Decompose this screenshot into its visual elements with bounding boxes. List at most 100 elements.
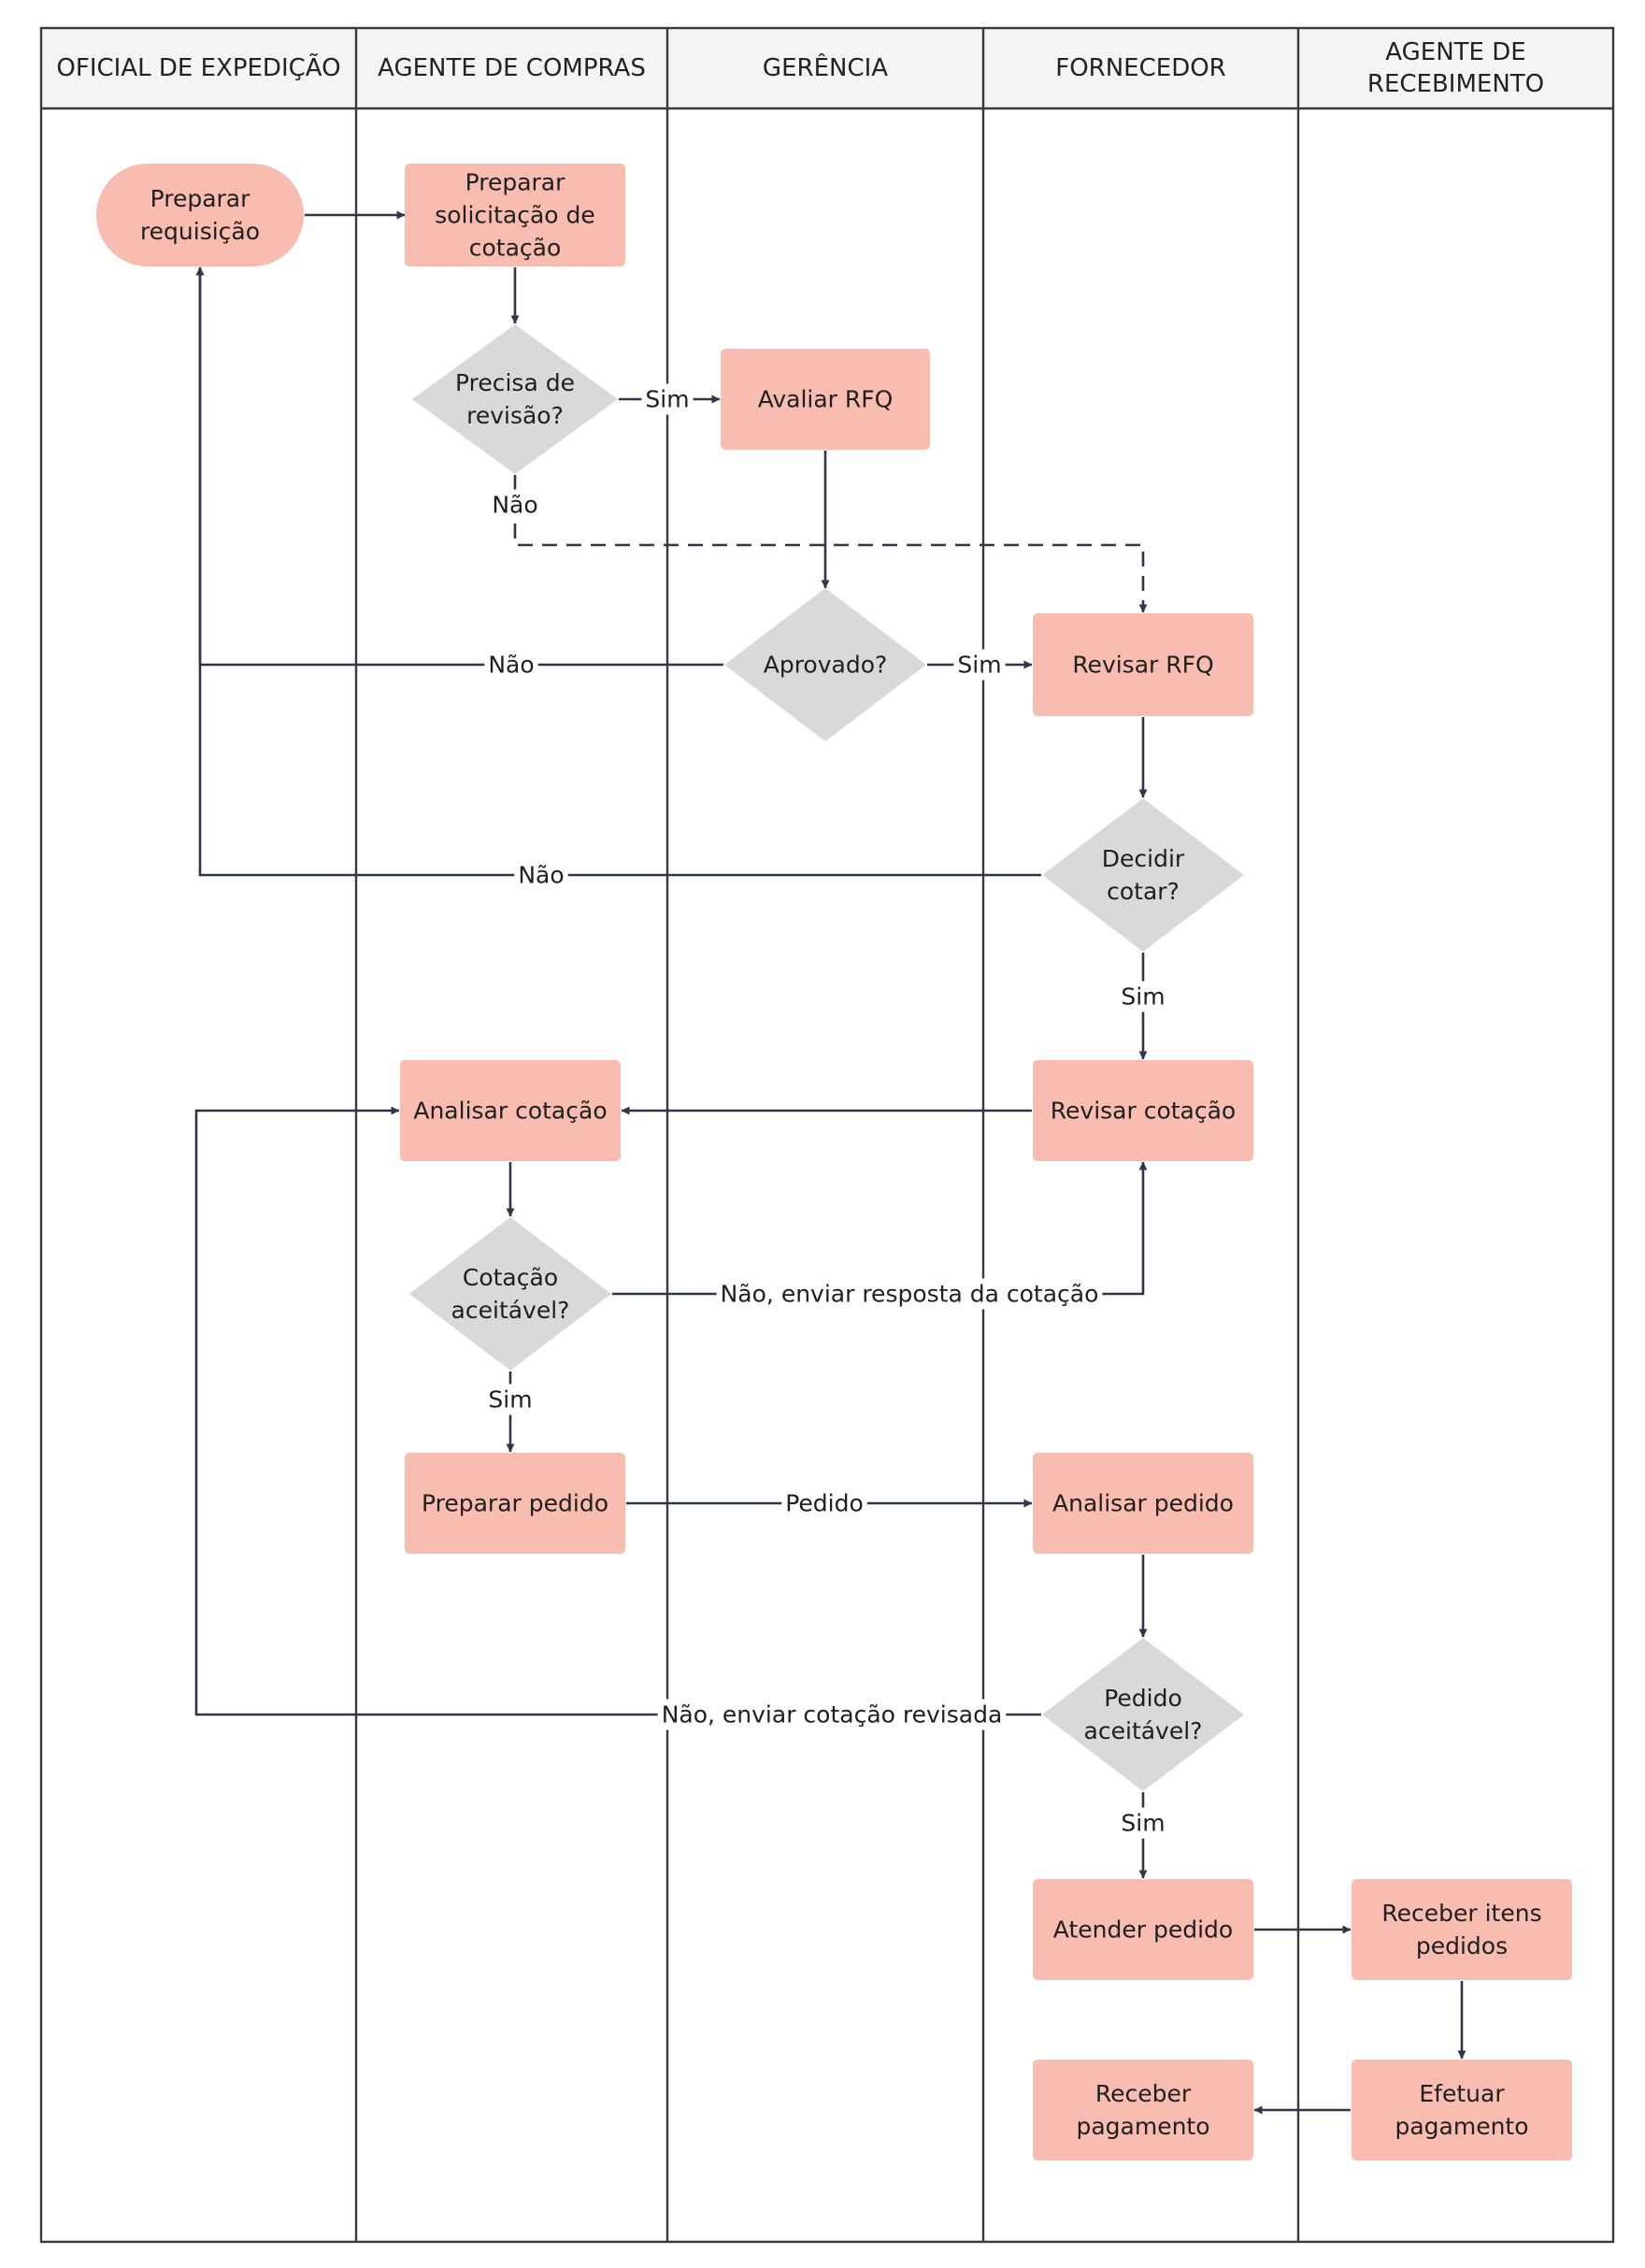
node-receber-itens: Receber itens pedidos <box>1352 1879 1572 1980</box>
edge-label: Sim <box>1121 1810 1165 1837</box>
lane-title: OFICIAL DE EXPEDIÇÃO <box>56 52 340 82</box>
edge-label: Pedido <box>785 1490 864 1517</box>
node-label: pedidos <box>1416 1932 1508 1959</box>
decision-diamond <box>724 588 926 741</box>
node-label: Efetuar <box>1419 2080 1505 2107</box>
node-atender-pedido: Atender pedido <box>1033 1879 1253 1980</box>
lane-fornecedor: FORNECEDOR <box>983 28 1298 108</box>
node-label: aceitável? <box>1084 1717 1203 1744</box>
node-label: Atender pedido <box>1053 1916 1233 1944</box>
node-label: Receber <box>1095 2080 1192 2107</box>
lane-header-bg <box>667 28 983 108</box>
node-label: revisão? <box>466 402 564 429</box>
lane-header-bg <box>41 28 356 108</box>
process-box <box>1033 613 1253 716</box>
node-aprovado: Aprovado? <box>724 588 926 741</box>
node-label: Preparar <box>465 169 566 196</box>
edge-label-bg <box>1117 981 1169 1012</box>
node-label: solicitação de <box>435 202 595 229</box>
lane-gerencia: GERÊNCIA <box>667 28 983 108</box>
node-preparar-pedido: Preparar pedido <box>405 1453 625 1554</box>
node-cotacao-aceitavel: Cotação aceitável? <box>409 1217 611 1371</box>
node-label: Avaliar RFQ <box>758 386 894 413</box>
process-box <box>1033 1453 1253 1554</box>
node-label: Receber itens <box>1381 1900 1541 1927</box>
process-box <box>405 164 625 266</box>
lane-header-bg <box>1298 28 1613 108</box>
edge-label: Não <box>488 652 534 679</box>
node-label: Decidir <box>1102 845 1185 872</box>
process-box <box>721 349 930 450</box>
edge-decidir-cotar-to-preparar-requisicao <box>195 266 1041 877</box>
node-label: Analisar cotação <box>413 1098 607 1125</box>
node-label: Analisar pedido <box>1052 1490 1234 1517</box>
edges-layer <box>194 210 1466 2115</box>
node-revisar-cotacao: Revisar cotação <box>1033 1060 1253 1161</box>
edge-label-bg <box>953 649 1006 681</box>
edge-label: Não, enviar cotação revisada <box>662 1701 1003 1729</box>
decision-diamond <box>412 324 618 474</box>
node-label: Preparar <box>150 185 251 212</box>
process-box <box>1033 2060 1253 2160</box>
edge-label-bg <box>1117 1807 1169 1839</box>
node-label: Preparar pedido <box>422 1490 608 1517</box>
lane-header-bg <box>356 28 667 108</box>
connector-line <box>195 266 1041 877</box>
node-avaliar-rfq: Avaliar RFQ <box>721 349 930 450</box>
node-preparar-requisicao: Preparar requisição <box>96 164 304 266</box>
node-label: aceitável? <box>451 1297 570 1324</box>
pool-border <box>39 26 1615 2244</box>
lane-title: AGENTE DE COMPRAS <box>378 54 646 82</box>
edge-cotacao-aceitavel-to-revisar-cotacao <box>612 1161 1148 1296</box>
node-analisar-pedido: Analisar pedido <box>1033 1453 1253 1554</box>
edge-label-bg <box>716 1278 1103 1310</box>
node-efetuar-pagamento: Efetuar pagamento <box>1352 2060 1572 2160</box>
connector-line <box>195 266 723 667</box>
node-receber-pagamento: Receber pagamento <box>1033 2060 1253 2160</box>
node-label: Revisar RFQ <box>1072 652 1213 679</box>
connector-line <box>194 1106 1041 1716</box>
edge-label-bg <box>484 1384 536 1415</box>
connector-line <box>612 1161 1148 1296</box>
edge-label: Não, enviar resposta da cotação <box>721 1281 1099 1308</box>
node-decidir-cotar: Decidir cotar? <box>1042 798 1244 952</box>
edge-label-bg <box>657 1699 1007 1730</box>
node-label: pagamento <box>1076 2113 1209 2140</box>
decision-diamond <box>409 1217 611 1371</box>
node-label: Pedido <box>1104 1685 1182 1712</box>
lane-expedicao: OFICIAL DE EXPEDIÇÃO <box>41 28 356 108</box>
lane-title: FORNECEDOR <box>1055 54 1226 82</box>
process-box <box>1352 2060 1572 2160</box>
node-label: Revisar cotação <box>1051 1098 1236 1125</box>
node-label: requisição <box>140 218 260 245</box>
lane-header-bg <box>983 28 1298 108</box>
process-box <box>1352 1879 1572 1980</box>
terminal-shape <box>96 164 304 266</box>
edge-label-bg <box>484 649 538 681</box>
lane-title: AGENTE DE <box>1385 38 1525 66</box>
node-analisar-cotacao: Analisar cotação <box>400 1060 621 1161</box>
node-label: Precisa de <box>455 369 575 396</box>
process-box <box>1033 1879 1253 1980</box>
node-label: cotar? <box>1107 878 1180 905</box>
decision-diamond <box>1042 1638 1244 1791</box>
nodes-layer: Preparar requisição Preparar solicitação de… <box>96 164 1572 2160</box>
edge-label-bg <box>488 489 542 521</box>
lane-title: GERÊNCIA <box>763 52 888 82</box>
process-box <box>405 1453 625 1554</box>
node-label: cotação <box>469 235 562 262</box>
node-pedido-aceitavel: Pedido aceitável? <box>1042 1638 1244 1791</box>
node-label: pagamento <box>1395 2113 1528 2140</box>
edge-label: Não <box>518 862 564 889</box>
node-label: Aprovado? <box>764 652 888 679</box>
node-label: Cotação <box>463 1264 558 1291</box>
node-revisar-rfq: Revisar RFQ <box>1033 613 1253 716</box>
edge-label-bg <box>641 383 694 415</box>
edge-label: Não <box>492 492 537 519</box>
edge-label: Sim <box>488 1386 532 1414</box>
edge-label: Sim <box>957 652 1001 679</box>
process-box <box>400 1060 621 1161</box>
